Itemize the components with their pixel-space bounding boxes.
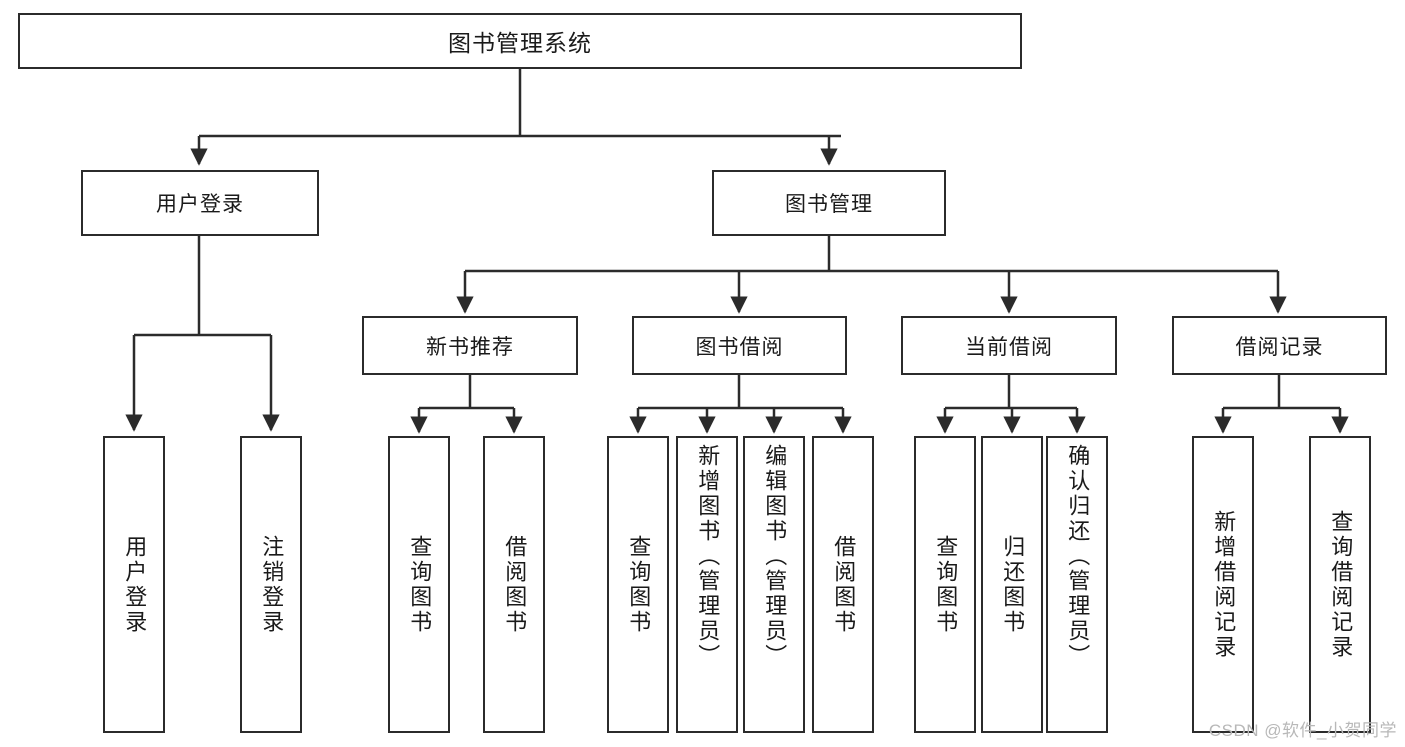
node-label: 当前借阅 <box>965 335 1053 359</box>
node-label: 借阅图书 <box>831 534 857 635</box>
node-label: 图书管理 <box>785 193 873 216</box>
node-label: 新书推荐 <box>426 335 514 359</box>
node-user-login[interactable]: 用户登录 <box>81 170 319 236</box>
node-label: 归还图书 <box>1000 534 1026 635</box>
leaf-query-book-recommend[interactable]: 查询图书 <box>388 436 450 733</box>
node-label: 编辑图书（管理员） <box>762 444 788 669</box>
leaf-query-book-current[interactable]: 查询图书 <box>914 436 976 733</box>
node-book-borrow[interactable]: 图书借阅 <box>632 316 847 375</box>
leaf-user-logout[interactable]: 注销登录 <box>240 436 302 733</box>
node-root-system[interactable]: 图书管理系统 <box>18 13 1022 69</box>
node-label: 图书管理系统 <box>448 30 592 56</box>
node-label: 查询图书 <box>626 534 652 635</box>
node-new-book-recommend[interactable]: 新书推荐 <box>362 316 578 375</box>
node-label: 确认归还（管理员） <box>1065 444 1091 669</box>
leaf-user-login[interactable]: 用户登录 <box>103 436 165 733</box>
node-label: 新增图书（管理员） <box>695 444 721 669</box>
leaf-edit-book-admin[interactable]: 编辑图书（管理员） <box>743 436 805 733</box>
node-label: 用户登录 <box>122 534 148 635</box>
node-label: 注销登录 <box>259 534 285 635</box>
csdn-watermark: CSDN @软件_小贺同学 <box>1208 721 1397 740</box>
node-label: 借阅记录 <box>1235 335 1324 359</box>
node-label: 查询图书 <box>407 534 433 635</box>
node-label: 查询图书 <box>933 534 959 635</box>
node-current-borrow[interactable]: 当前借阅 <box>901 316 1117 375</box>
leaf-add-book-admin[interactable]: 新增图书（管理员） <box>676 436 738 733</box>
leaf-add-borrow-record[interactable]: 新增借阅记录 <box>1192 436 1254 733</box>
node-label: 用户登录 <box>156 193 244 216</box>
leaf-borrow-book[interactable]: 借阅图书 <box>812 436 874 733</box>
leaf-confirm-return-admin[interactable]: 确认归还（管理员） <box>1046 436 1108 733</box>
node-book-management[interactable]: 图书管理 <box>712 170 946 236</box>
node-label: 查询借阅记录 <box>1328 509 1354 660</box>
node-label: 图书借阅 <box>695 335 784 359</box>
leaf-query-borrow-record[interactable]: 查询借阅记录 <box>1309 436 1371 733</box>
leaf-borrow-book-recommend[interactable]: 借阅图书 <box>483 436 545 733</box>
leaf-query-book-borrow[interactable]: 查询图书 <box>607 436 669 733</box>
node-label: 借阅图书 <box>502 534 528 635</box>
node-label: 新增借阅记录 <box>1211 509 1237 660</box>
leaf-return-book[interactable]: 归还图书 <box>981 436 1043 733</box>
node-borrow-record[interactable]: 借阅记录 <box>1172 316 1387 375</box>
